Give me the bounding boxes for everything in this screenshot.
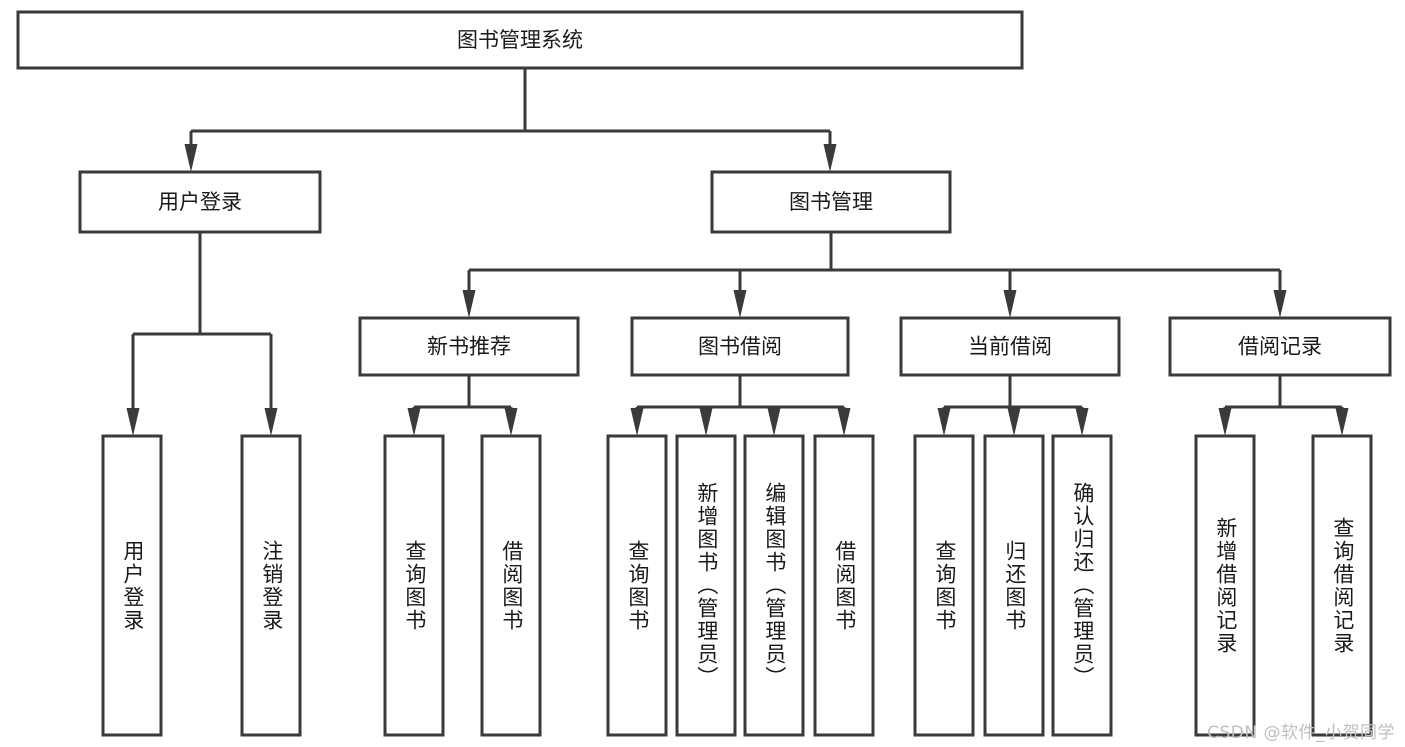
node-box-leaf_3[interactable] [480,434,542,737]
node-box-leaf_7[interactable] [813,434,875,737]
boxes-layer [16,10,1392,737]
node-box-leaf_10[interactable] [1051,434,1113,737]
arrow-icon-root-to-level2-1 [823,144,837,172]
node-label-l3_3: 借阅记录 [1238,335,1322,359]
arrow-icon-book-mgmt-to-level3-2 [1003,290,1017,318]
node-box-leaf_2[interactable] [383,434,445,737]
arrow-icon-book-mgmt-to-level3-1 [733,290,747,318]
arrow-icon-current-borrow-to-leaves-1 [1007,408,1021,436]
node-label-l3_2: 当前借阅 [968,335,1052,359]
arrow-icon-book-mgmt-to-level3-0 [462,290,476,318]
node-box-l2_1[interactable] [710,170,952,234]
arrow-icon-root-to-level2-0 [184,144,198,172]
node-label-l3_0: 新书推荐 [427,335,511,359]
arrow-icon-new-book-to-leaves-0 [407,408,421,436]
arrow-icon-user-login-to-leaves-1 [264,408,278,436]
node-box-l3_2[interactable] [899,316,1121,377]
node-box-leaf_8[interactable] [913,434,975,737]
arrow-icon-borrow-to-leaves-0 [630,408,644,436]
arrow-icon-user-login-to-leaves-0 [126,408,140,436]
arrow-icon-borrow-record-to-leaves-1 [1335,408,1349,436]
node-box-leaf_1[interactable] [240,434,302,737]
arrow-icon-borrow-to-leaves-1 [699,408,713,436]
edge-group-book-mgmt-to-level3 [462,232,1287,318]
node-box-leaf_4[interactable] [606,434,668,737]
edge-group-current-borrow-to-leaves [937,375,1089,436]
node-label-l3_1: 图书借阅 [698,335,782,359]
node-box-leaf_12[interactable] [1311,434,1373,737]
arrow-icon-current-borrow-to-leaves-2 [1075,408,1089,436]
watermark-text: CSDN @软件_小贺同学 [1207,723,1395,743]
node-box-l3_3[interactable] [1168,316,1392,377]
arrow-icon-borrow-to-leaves-3 [837,408,851,436]
arrow-icon-borrow-record-to-leaves-0 [1218,408,1232,436]
node-box-leaf_5[interactable] [675,434,737,737]
edge-group-borrow-record-to-leaves [1218,375,1349,436]
node-box-l2_0[interactable] [78,170,322,234]
edge-group-new-book-to-leaves [407,375,518,436]
arrow-icon-current-borrow-to-leaves-0 [937,408,951,436]
node-label-root: 图书管理系统 [457,28,583,52]
edges-layer [126,68,1349,436]
node-label-l2_1: 图书管理 [789,190,873,214]
arrow-icon-book-mgmt-to-level3-3 [1273,290,1287,318]
edge-group-user-login-to-leaves [126,232,278,436]
node-box-l3_1[interactable] [630,316,850,377]
node-box-leaf_11[interactable] [1194,434,1256,737]
edge-group-borrow-to-leaves [630,375,851,436]
edge-group-root-to-level2 [184,68,837,172]
node-label-l2_0: 用户登录 [158,190,242,214]
node-box-leaf_6[interactable] [743,434,805,737]
node-box-leaf_0[interactable] [101,434,163,737]
node-box-l3_0[interactable] [358,316,580,377]
arrow-icon-new-book-to-leaves-1 [504,408,518,436]
node-box-leaf_9[interactable] [983,434,1045,737]
node-box-root[interactable] [16,10,1024,70]
arrow-icon-borrow-to-leaves-2 [767,408,781,436]
